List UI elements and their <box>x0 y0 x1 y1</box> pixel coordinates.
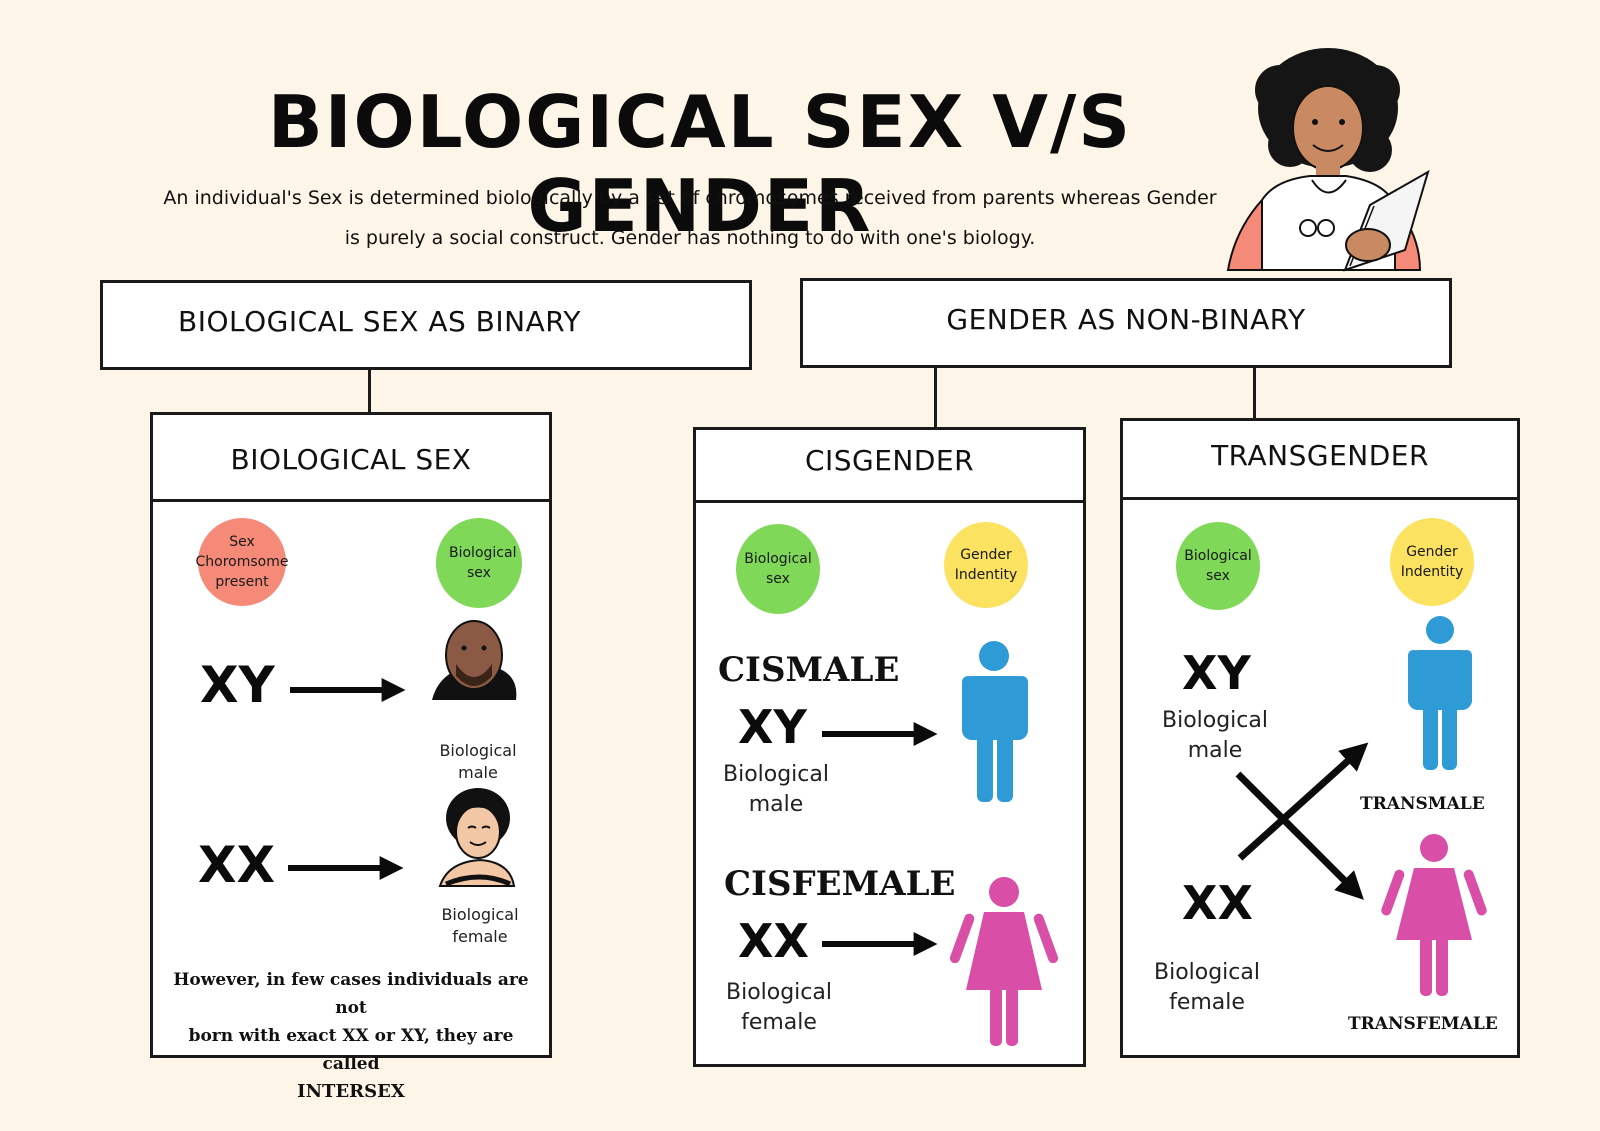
connector-line <box>1253 368 1256 420</box>
blob-label: Sex Choromsome present <box>195 534 289 590</box>
chromosome-xx: XX <box>738 914 809 968</box>
cismale-title: CISMALE <box>718 650 900 690</box>
chromosome-xx: XX <box>1182 876 1253 930</box>
branch-title-binary: BIOLOGICAL SEX AS BINARY <box>178 305 582 338</box>
biological-male-label: Biological male <box>722 762 829 817</box>
biological-female-label: Biological female <box>725 980 832 1035</box>
chromosome-xy: XY <box>1182 646 1251 700</box>
chromosome-xx: XX <box>198 836 276 894</box>
intro-line-1: An individual's Sex is determined biolog… <box>163 187 1217 209</box>
blob-label: Biological sex <box>449 545 517 581</box>
card-heading: BIOLOGICAL SEX <box>230 443 472 476</box>
branch-box-non-binary: GENDER AS NON-BINARY <box>800 278 1452 368</box>
biological-sex-blob: Biological sex <box>436 518 522 608</box>
note-line: However, in few cases individuals are no… <box>173 970 529 1018</box>
gender-identity-blob: Gender Indentity <box>1390 518 1474 606</box>
chromosome-xy: XY <box>200 656 275 714</box>
blob-label: Biological sex <box>744 551 812 587</box>
blob-label: Biological sex <box>1184 548 1252 584</box>
biological-sex-blob: Biological sex <box>1176 522 1260 610</box>
cisfemale-title: CISFEMALE <box>724 864 956 904</box>
biological-sex-card: BIOLOGICAL SEX <box>150 412 552 1058</box>
biological-male-label: Biological male <box>1161 708 1268 763</box>
page-title: BIOLOGICAL SEX V/S GENDER <box>267 80 1133 248</box>
biological-female-label: Biological female <box>441 905 519 946</box>
card-heading: TRANSGENDER <box>1211 439 1429 472</box>
connector-line <box>934 368 937 430</box>
card-heading: CISGENDER <box>804 444 975 477</box>
chromosome-blob: Sex Choromsome present <box>195 518 289 606</box>
card-divider <box>1123 497 1517 500</box>
intersex-note: However, in few cases individuals are no… <box>166 966 536 1106</box>
card-divider <box>153 499 549 502</box>
card-divider <box>696 500 1083 503</box>
note-line: born with exact XX or XY, they are calle… <box>188 1026 514 1074</box>
transmale-label: TRANSMALE <box>1360 794 1485 814</box>
note-line: INTERSEX <box>297 1081 405 1102</box>
gender-identity-blob: Gender Indentity <box>944 522 1028 608</box>
transfemale-label: TRANSFEMALE <box>1348 1014 1498 1034</box>
branch-title-non-binary: GENDER AS NON-BINARY <box>946 303 1306 336</box>
biological-female-label: Biological female <box>1153 960 1260 1015</box>
blob-label: Gender Indentity <box>954 547 1018 583</box>
intro-line-2: is purely a social construct. Gender has… <box>344 227 1036 249</box>
connector-line <box>368 370 371 412</box>
intro-text: An individual's Sex is determined biolog… <box>150 178 1230 258</box>
branch-box-binary: BIOLOGICAL SEX AS BINARY <box>100 280 752 370</box>
chromosome-xy: XY <box>738 700 807 754</box>
biological-male-label: Biological male <box>439 741 517 782</box>
biological-sex-blob: Biological sex <box>736 524 820 614</box>
blob-label: Gender Indentity <box>1400 544 1464 580</box>
